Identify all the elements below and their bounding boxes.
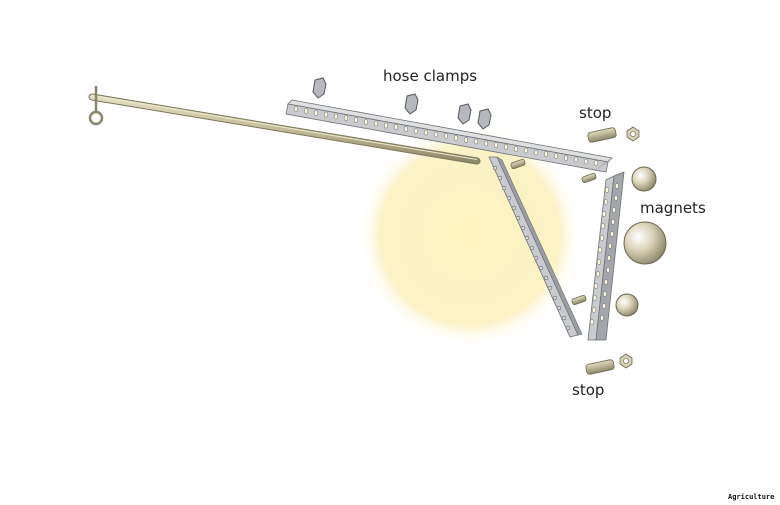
vertical-angle-bracket [587,171,625,341]
credit-text: Agriculture [728,493,775,501]
label-magnets: magnets [640,199,706,217]
background-glow [358,123,582,347]
diagonal-angle-bracket [488,156,583,338]
small-bolts [510,158,597,306]
stop-bolt-bottom [585,353,633,375]
magnets [615,166,667,317]
label-hose-clamps: hose clamps [383,67,478,85]
horizontal-angle-bracket [285,99,613,173]
label-stop-bottom: stop [572,381,605,399]
rod-with-ring-pin [88,86,481,165]
label-stop-top: stop [579,104,612,122]
stop-bolt-top [587,126,640,143]
hose-clamps [312,77,492,130]
